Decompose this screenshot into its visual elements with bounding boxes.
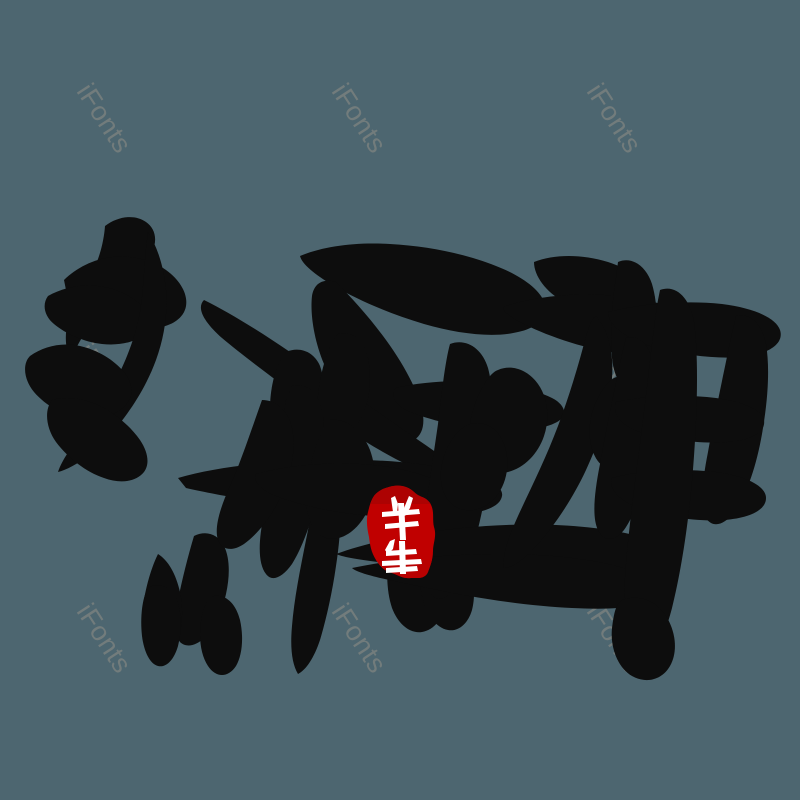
character-shen <box>440 256 781 681</box>
character-zao <box>216 333 680 609</box>
seal-glyph-niu <box>382 496 420 540</box>
seal-glyph-nian <box>382 539 422 574</box>
